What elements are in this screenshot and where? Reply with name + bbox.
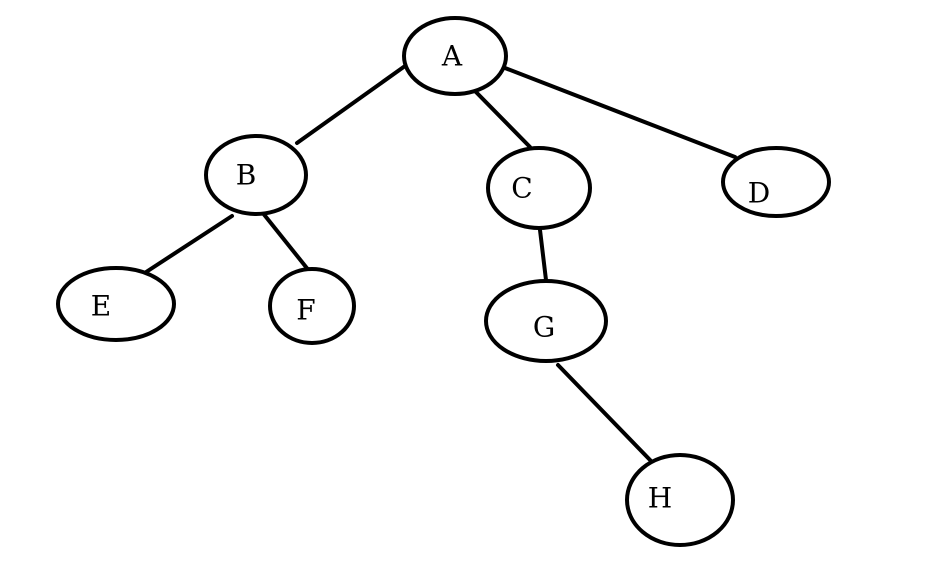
edge-A-B: [295, 64, 407, 145]
node-B-ellipse: [204, 134, 308, 216]
edge-B-E: [138, 214, 234, 278]
node-C: C: [486, 146, 592, 230]
node-F-ellipse: [268, 267, 356, 345]
node-A-label: A: [441, 40, 463, 73]
edge-C-G: [538, 228, 548, 282]
node-E-ellipse: [56, 266, 176, 342]
node-D-ellipse: [721, 146, 831, 218]
node-H-ellipse: [625, 453, 735, 547]
node-F: F: [268, 267, 356, 345]
node-H: H: [625, 453, 735, 547]
node-B-label: B: [236, 159, 257, 192]
edge-A-D: [503, 66, 737, 159]
edge-G-H: [556, 363, 654, 464]
edge-A-C: [472, 88, 532, 149]
node-D-label: D: [748, 177, 770, 210]
node-C-label: C: [511, 172, 532, 205]
node-B: B: [204, 134, 308, 216]
node-A: A: [402, 16, 508, 96]
node-E: E: [56, 266, 176, 342]
node-G-ellipse: [484, 279, 608, 363]
node-G-label: G: [533, 311, 555, 344]
edge-B-F: [260, 210, 316, 279]
node-A-ellipse: [402, 16, 508, 96]
node-G: G: [484, 279, 608, 363]
node-C-ellipse: [486, 146, 592, 230]
node-D: D: [721, 146, 831, 218]
node-E-label: E: [91, 290, 111, 323]
node-H-label: H: [648, 482, 672, 515]
node-F-label: F: [296, 294, 315, 327]
